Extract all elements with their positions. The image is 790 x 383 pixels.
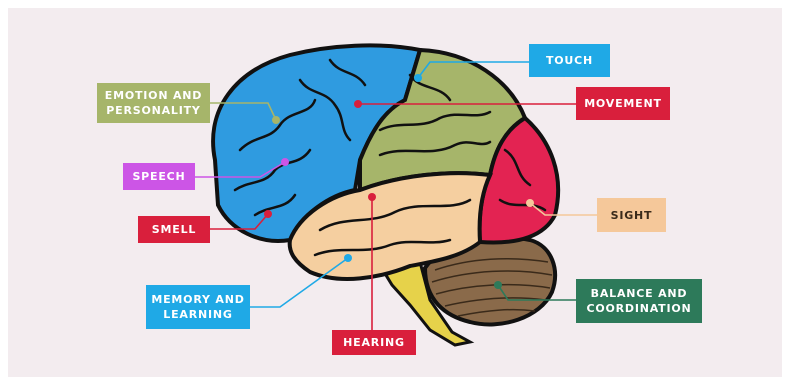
dot-hearing (368, 193, 376, 201)
label-touch: TOUCH (529, 44, 610, 77)
dot-sight (526, 199, 534, 207)
dot-movement (354, 100, 362, 108)
dot-balance (494, 281, 502, 289)
connector-emotion (210, 103, 276, 120)
connector-speech (195, 162, 285, 177)
dot-emotion (272, 116, 280, 124)
dot-memory (344, 254, 352, 262)
connector-smell (210, 214, 268, 229)
dot-speech (281, 158, 289, 166)
connector-memory (250, 258, 348, 307)
dot-touch (414, 74, 422, 82)
label-speech: SPEECH (123, 163, 195, 190)
label-smell: SMELL (138, 216, 210, 243)
label-sight: SIGHT (597, 198, 666, 232)
connector-touch (418, 62, 530, 78)
dot-smell (264, 210, 272, 218)
connector-balance (498, 285, 576, 300)
label-balance-and-coordination: BALANCE AND COORDINATION (576, 279, 702, 323)
label-memory-and-learning: MEMORY AND LEARNING (146, 285, 250, 329)
label-movement: MOVEMENT (576, 87, 670, 120)
connector-sight (530, 203, 597, 215)
label-emotion-and-personality: EMOTION AND PERSONALITY (97, 83, 210, 123)
label-hearing: HEARING (332, 330, 416, 355)
